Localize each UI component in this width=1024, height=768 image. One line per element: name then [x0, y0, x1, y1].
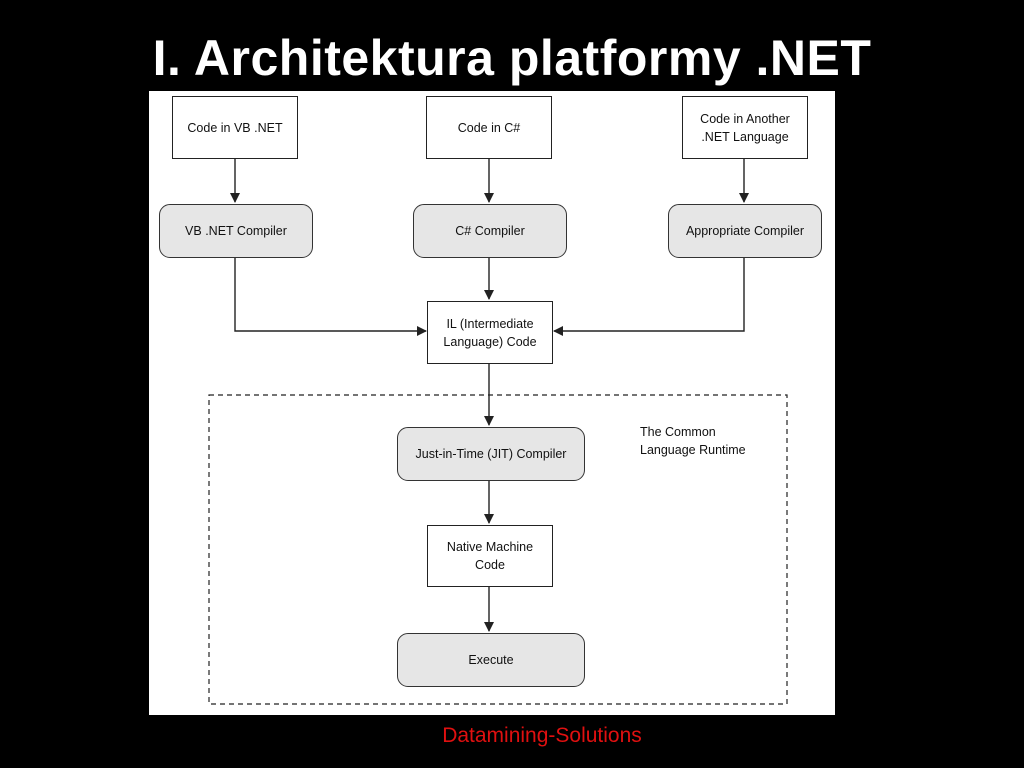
slide-title: I. Architektura platformy .NET: [152, 30, 872, 86]
native-machine-code: Native Machine Code: [427, 525, 553, 587]
clr-region: [208, 394, 788, 705]
diagram-connectors: [208, 159, 788, 705]
jit-compiler: Just-in-Time (JIT) Compiler: [397, 427, 585, 481]
footer-brand: Datamining-Solutions: [442, 724, 642, 747]
clr-label: The Common Language Runtime: [640, 425, 746, 457]
compiler-vb-net: VB .NET Compiler: [159, 204, 313, 258]
il-code: IL (Intermediate Language) Code: [427, 301, 553, 364]
architecture-diagram: Code in VB .NET Code in C# Code in Anoth…: [149, 91, 835, 715]
compiler-csharp: C# Compiler: [413, 204, 567, 258]
compiler-appropriate: Appropriate Compiler: [668, 204, 822, 258]
arrow-vb-compiler-to-il: [234, 258, 427, 336]
source-other-language: Code in Another .NET Language: [682, 96, 808, 159]
source-csharp: Code in C#: [426, 96, 552, 159]
source-vb-net: Code in VB .NET: [172, 96, 298, 159]
execute: Execute: [397, 633, 585, 687]
arrow-other-compiler-to-il: [553, 258, 745, 336]
